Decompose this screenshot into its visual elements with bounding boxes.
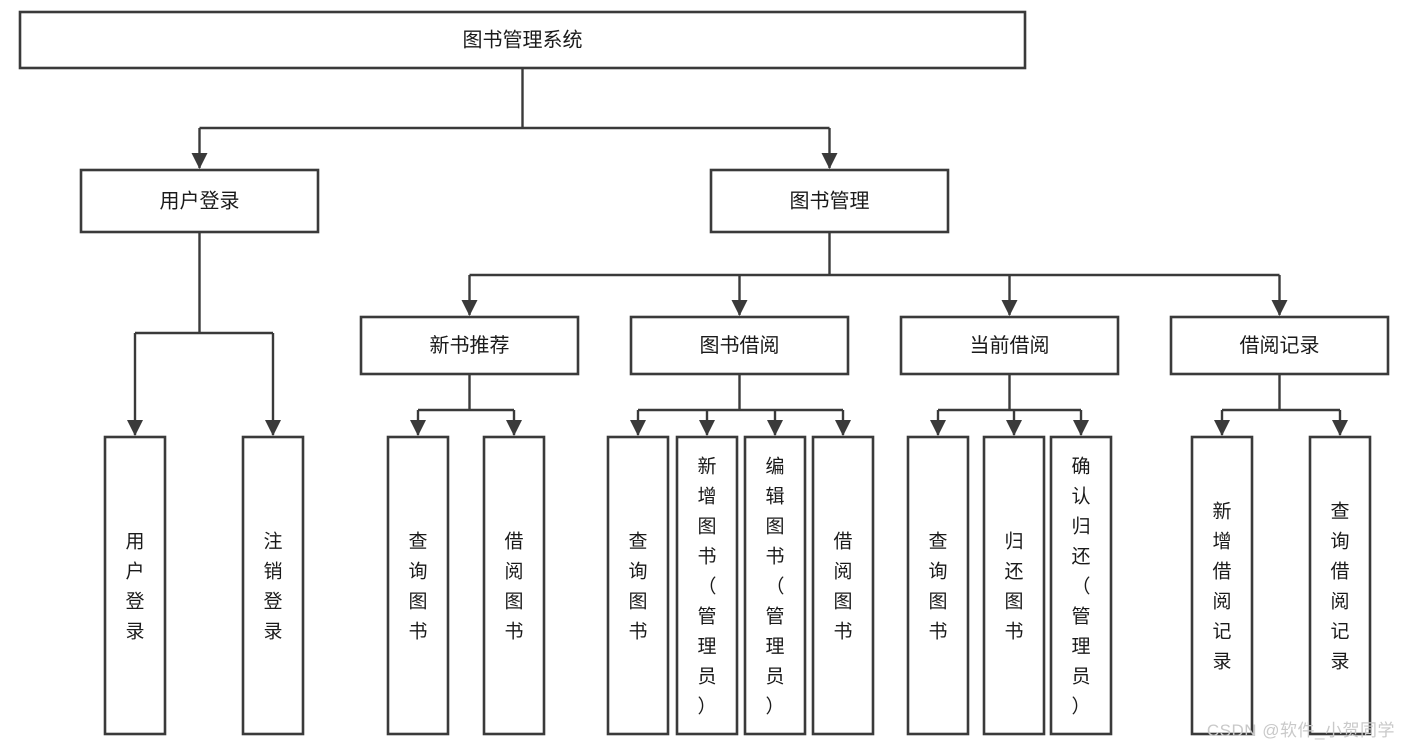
node-leaf-add-book[interactable]: 新增图书（管理员） (675, 435, 739, 736)
node-box-leaf-query-book-1 (386, 435, 450, 736)
node-undefined[interactable]: 图书管理系统 (18, 10, 1027, 70)
arrow-head-book-borrow-3 (835, 420, 851, 436)
node-label-leaf-query-book-1: 查询图书 (408, 531, 427, 643)
arrow-head-borrow-record-1 (1332, 420, 1348, 436)
node-label-leaf-add-record: 新增借阅记录 (1212, 501, 1231, 673)
node-leaf-query-book-3[interactable]: 查询图书 (906, 435, 970, 736)
node-new-book-rec[interactable]: 新书推荐 (359, 315, 580, 376)
node-box-new-book-rec (359, 315, 580, 376)
node-label-current-borrow: 当前借阅 (970, 334, 1050, 357)
node-leaf-query-book-2[interactable]: 查询图书 (606, 435, 670, 736)
node-label-leaf-logout: 注销登录 (263, 531, 282, 643)
arrow-head-book-borrow-0 (630, 420, 646, 436)
arrow-head-user-login-1 (265, 420, 281, 436)
arrow-head-book-manage-3 (1271, 300, 1288, 316)
node-label-leaf-edit-book: 编辑图书（管理员） (765, 456, 784, 718)
node-box-leaf-edit-book (743, 435, 807, 736)
arrow-head-book-manage-0 (461, 300, 478, 316)
node-box-leaf-add-book (675, 435, 739, 736)
node-box-leaf-confirm-return (1049, 435, 1113, 736)
node-user-login[interactable]: 用户登录 (79, 168, 320, 234)
arrow-head-current-borrow-0 (930, 420, 946, 436)
node-box-undefined (18, 10, 1027, 70)
node-label-leaf-confirm-return: 确认归还（管理员） (1071, 456, 1090, 718)
node-book-manage[interactable]: 图书管理 (709, 168, 950, 234)
node-leaf-confirm-return[interactable]: 确认归还（管理员） (1049, 435, 1113, 736)
node-label-new-book-rec: 新书推荐 (430, 334, 510, 357)
node-current-borrow[interactable]: 当前借阅 (899, 315, 1120, 376)
connectors-layer (127, 68, 1348, 436)
arrow-head-root-1 (821, 153, 838, 169)
arrow-head-new-book-rec-0 (410, 420, 426, 436)
node-box-book-borrow (629, 315, 850, 376)
node-leaf-return-book[interactable]: 归还图书 (982, 435, 1046, 736)
node-label-leaf-return-book: 归还图书 (1004, 531, 1023, 643)
arrow-head-borrow-record-0 (1214, 420, 1230, 436)
node-box-leaf-return-book (982, 435, 1046, 736)
node-label-undefined: 图书管理系统 (463, 28, 583, 51)
node-borrow-record[interactable]: 借阅记录 (1169, 315, 1390, 376)
node-label-leaf-query-book-2: 查询图书 (628, 531, 647, 643)
node-label-leaf-borrow-book-1: 借阅图书 (504, 531, 523, 643)
arrow-head-current-borrow-1 (1006, 420, 1022, 436)
node-leaf-user-login[interactable]: 用户登录 (103, 435, 167, 736)
node-box-current-borrow (899, 315, 1120, 376)
node-label-leaf-query-book-3: 查询图书 (928, 531, 947, 643)
node-label-leaf-user-login: 用户登录 (125, 532, 144, 643)
nodes-layer: 图书管理系统用户登录图书管理新书推荐图书借阅当前借阅借阅记录用户登录注销登录查询… (18, 10, 1390, 736)
node-box-book-manage (709, 168, 950, 234)
node-box-leaf-query-book-2 (606, 435, 670, 736)
node-box-user-login (79, 168, 320, 234)
arrow-head-user-login-0 (127, 420, 143, 436)
node-label-leaf-borrow-book-2: 借阅图书 (833, 531, 852, 643)
arrow-head-book-borrow-2 (767, 420, 783, 436)
node-label-book-borrow: 图书借阅 (700, 334, 780, 357)
arrow-head-book-manage-2 (1001, 300, 1018, 316)
node-box-leaf-query-book-3 (906, 435, 970, 736)
node-leaf-borrow-book-2[interactable]: 借阅图书 (811, 435, 875, 736)
node-leaf-logout[interactable]: 注销登录 (241, 435, 305, 736)
node-label-user-login: 用户登录 (160, 189, 240, 212)
node-box-leaf-user-login (103, 435, 167, 736)
arrow-head-new-book-rec-1 (506, 420, 522, 436)
node-book-borrow[interactable]: 图书借阅 (629, 315, 850, 376)
node-leaf-query-book-1[interactable]: 查询图书 (386, 435, 450, 736)
node-label-leaf-add-book: 新增图书（管理员） (697, 456, 716, 718)
node-box-borrow-record (1169, 315, 1390, 376)
node-leaf-borrow-book-1[interactable]: 借阅图书 (482, 435, 546, 736)
arrow-head-book-borrow-1 (699, 420, 715, 436)
node-leaf-add-record[interactable]: 新增借阅记录 (1190, 435, 1254, 736)
arrow-head-book-manage-1 (731, 300, 748, 316)
node-box-leaf-query-record (1308, 435, 1372, 736)
node-label-borrow-record: 借阅记录 (1240, 334, 1320, 357)
node-label-book-manage: 图书管理 (790, 189, 870, 212)
node-label-leaf-query-record: 查询借阅记录 (1330, 501, 1349, 673)
node-box-leaf-borrow-book-2 (811, 435, 875, 736)
csdn-watermark: CSDN @软件_小贺同学 (1206, 721, 1395, 740)
node-box-leaf-logout (241, 435, 305, 736)
arrow-head-current-borrow-2 (1073, 420, 1089, 436)
node-box-leaf-borrow-book-1 (482, 435, 546, 736)
arrow-head-root-0 (191, 153, 208, 169)
node-box-leaf-add-record (1190, 435, 1254, 736)
node-leaf-edit-book[interactable]: 编辑图书（管理员） (743, 435, 807, 736)
node-leaf-query-record[interactable]: 查询借阅记录 (1308, 435, 1372, 736)
